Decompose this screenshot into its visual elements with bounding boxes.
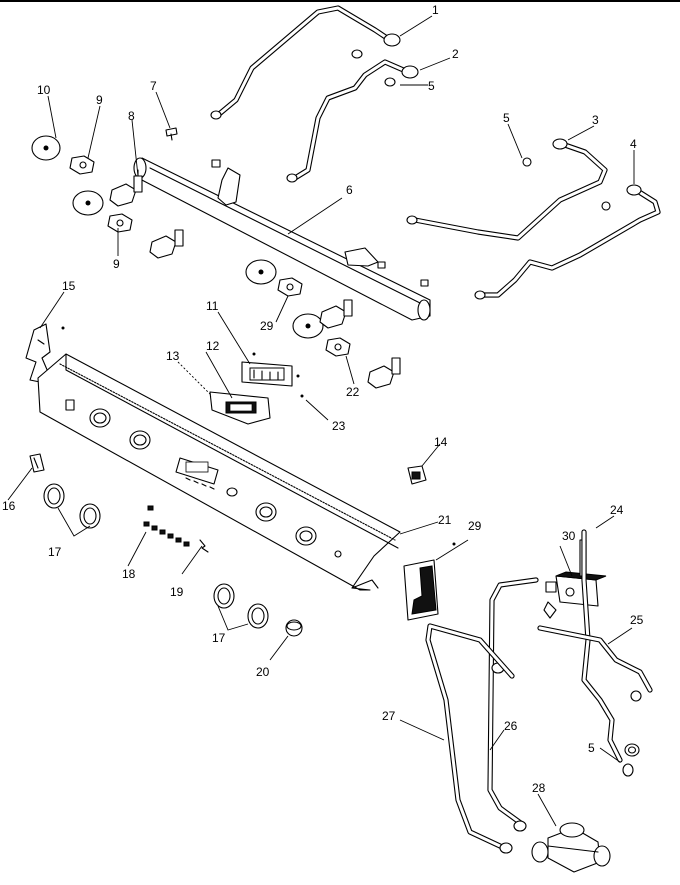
callout-20: 20	[256, 665, 270, 679]
control-board	[209, 391, 271, 425]
bezel-disc	[245, 259, 277, 285]
callout-9: 9	[113, 257, 120, 271]
callout-2: 2	[452, 47, 459, 61]
callout-27: 27	[382, 709, 396, 723]
callout-30: 30	[562, 529, 576, 543]
control-knob	[247, 603, 269, 629]
callout-19: 19	[170, 585, 184, 599]
valve-assembly	[543, 539, 607, 619]
callout-5: 5	[428, 79, 435, 93]
burner-tube-4	[474, 184, 661, 300]
marker-dots	[61, 326, 456, 546]
pressure-regulator	[531, 822, 611, 873]
gas-tube-25	[537, 625, 653, 702]
spring-clip	[199, 539, 209, 553]
mounting-bracket	[277, 277, 303, 297]
callout-29: 29	[468, 519, 482, 533]
callout-7: 7	[150, 79, 157, 93]
callout-14: 14	[434, 435, 448, 449]
callout-5: 5	[503, 111, 510, 125]
screw	[165, 127, 178, 141]
mounting-bracket	[325, 337, 351, 357]
callout-13: 13	[166, 349, 180, 363]
switch	[407, 465, 427, 485]
orifice-nut-b	[624, 743, 640, 757]
gas-tube-27	[425, 623, 515, 854]
leader-lines	[7, 15, 635, 827]
bezel-disc	[292, 313, 324, 339]
orifice-nut-a	[351, 49, 396, 87]
callout-28: 28	[532, 781, 546, 795]
callout-21: 21	[438, 513, 452, 527]
callout-4: 4	[630, 137, 637, 151]
mounting-bracket	[107, 213, 133, 233]
callout-3: 3	[592, 113, 599, 127]
callout-24: 24	[610, 503, 624, 517]
callout-22: 22	[346, 385, 360, 399]
callout-5: 5	[588, 741, 595, 755]
bezel-disc	[72, 190, 104, 216]
cap	[285, 619, 303, 637]
insulation-pad	[403, 559, 439, 621]
manifold-pipe	[133, 157, 431, 321]
key-pad-buttons	[143, 505, 190, 547]
clock-board	[241, 361, 293, 387]
callout-26: 26	[504, 719, 518, 733]
callout-23: 23	[332, 419, 346, 433]
callout-12: 12	[206, 339, 220, 353]
callout-18: 18	[122, 567, 136, 581]
callout-11: 11	[206, 299, 219, 313]
callout-9: 9	[96, 93, 103, 107]
burner-valve	[367, 357, 401, 389]
gas-tube-26	[487, 577, 539, 832]
burner-valve	[109, 169, 143, 207]
mounting-bracket	[69, 155, 95, 175]
callout-16: 16	[2, 499, 16, 513]
control-knob	[79, 503, 101, 529]
control-knob	[213, 583, 235, 609]
control-panel	[37, 353, 401, 591]
burner-valve	[319, 299, 353, 329]
control-knob	[43, 483, 65, 509]
burner-tube-3	[406, 138, 608, 241]
callout-labels: 1 2 5 10 9 7 8 5 3 4 6 9 15 11 29 12 13 …	[2, 3, 644, 795]
callout-10: 10	[37, 83, 51, 97]
gas-tube-24	[581, 529, 634, 777]
clip	[29, 453, 45, 473]
burner-valve	[149, 229, 184, 259]
screw-small	[420, 279, 429, 287]
top-border	[0, 0, 680, 2]
bezel-disc	[31, 135, 61, 161]
callout-6: 6	[346, 183, 353, 197]
callout-1: 1	[432, 3, 439, 17]
callout-17: 17	[48, 545, 62, 559]
burner-tube-1	[210, 5, 401, 120]
callout-25: 25	[630, 613, 644, 627]
callout-8: 8	[128, 109, 135, 123]
callout-29: 29	[260, 319, 274, 333]
callout-15: 15	[62, 279, 76, 293]
callout-17: 17	[212, 631, 226, 645]
burner-tube-2	[286, 59, 419, 183]
